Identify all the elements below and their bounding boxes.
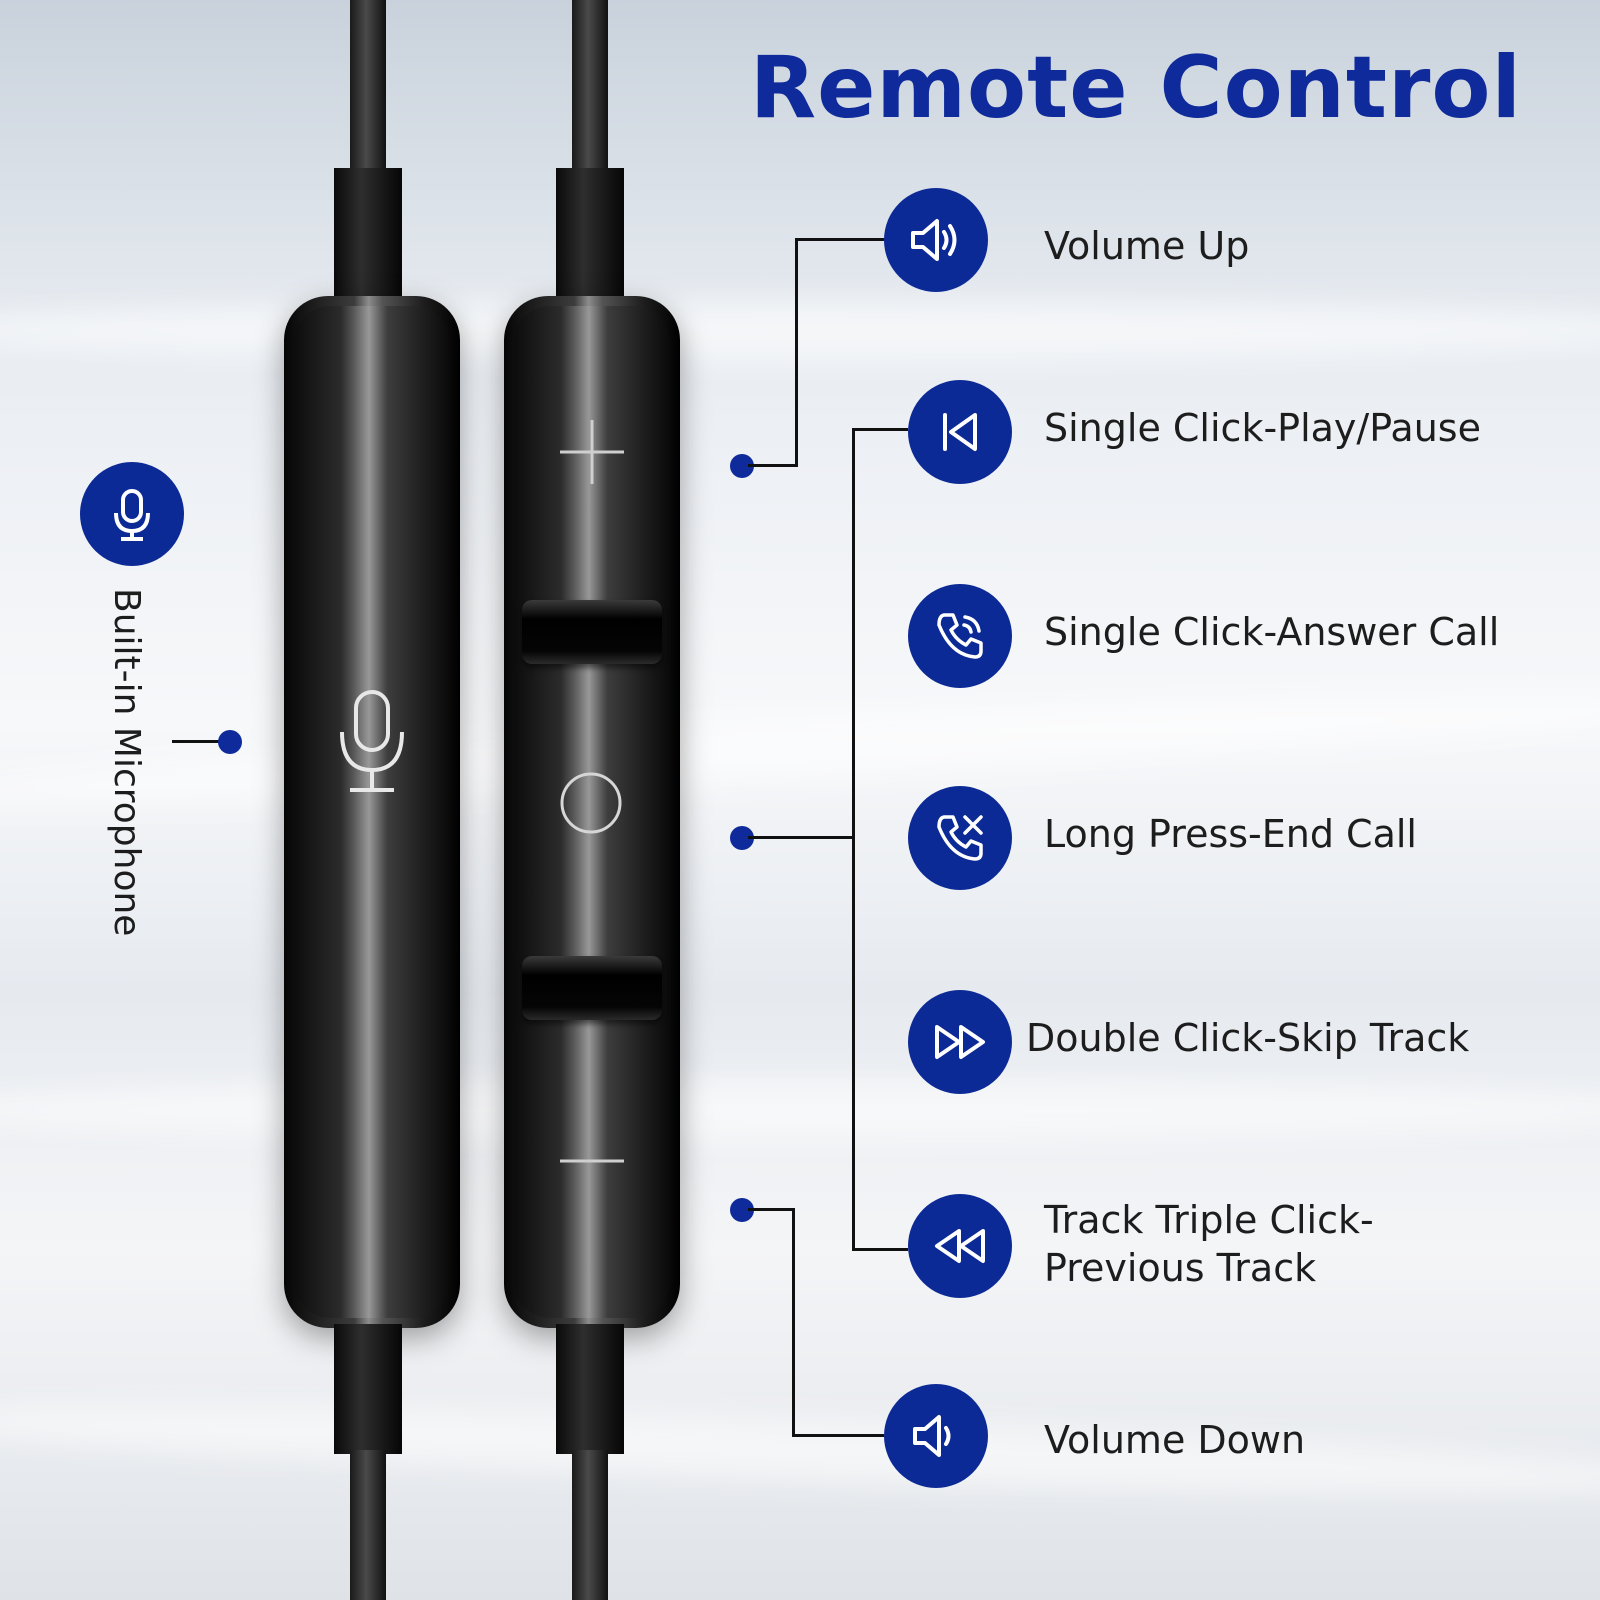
cable: [350, 0, 386, 180]
background-swoosh: [0, 1388, 1600, 1512]
answer-call-label: Single Click-Answer Call: [1044, 610, 1500, 654]
background-swoosh: [0, 1080, 1600, 1140]
callout-dot: [218, 730, 242, 754]
page-title: Remote Control: [749, 38, 1522, 138]
background-swoosh: [0, 300, 1600, 360]
volume-down-icon: [884, 1384, 988, 1488]
callout-line: [795, 238, 885, 241]
callout-line: [748, 836, 854, 839]
microphone-label: Built-in Microphone: [106, 588, 147, 937]
play-pause-icon: [908, 380, 1012, 484]
cable: [572, 0, 608, 180]
callout-line: [792, 1208, 795, 1436]
button-remote-body: [504, 296, 680, 1328]
fast-forward-icon: [908, 990, 1012, 1094]
volume-down-label: Volume Down: [1044, 1418, 1306, 1462]
skip-track-label: Double Click-Skip Track: [1026, 1016, 1470, 1060]
cable-ferrule: [334, 1324, 402, 1454]
play-pause-label: Single Click-Play/Pause: [1044, 406, 1481, 450]
center-button-glyph-icon: [560, 772, 622, 834]
callout-line: [852, 428, 855, 1250]
volume-up-icon: [884, 188, 988, 292]
phone-end-icon: [908, 786, 1012, 890]
button-divider: [522, 600, 662, 664]
cable-ferrule: [556, 168, 624, 298]
callout-line: [792, 1434, 884, 1437]
microphone-remote-body: [284, 296, 460, 1328]
phone-icon: [908, 584, 1012, 688]
cable-ferrule: [334, 168, 402, 298]
callout-line: [852, 428, 908, 431]
callout-line: [748, 1208, 794, 1211]
cable: [350, 1450, 386, 1600]
rewind-icon: [908, 1194, 1012, 1298]
previous-track-label: Track Triple Click-Previous Track: [1044, 1198, 1374, 1290]
callout-line: [795, 238, 798, 467]
volume-up-label: Volume Up: [1044, 224, 1250, 268]
microphone-icon: [80, 462, 184, 566]
plus-glyph-icon: [560, 420, 624, 484]
microphone-glyph-icon: [340, 690, 404, 792]
minus-glyph-icon: [560, 1159, 624, 1163]
end-call-label: Long Press-End Call: [1044, 812, 1417, 856]
cable-ferrule: [556, 1324, 624, 1454]
callout-line: [748, 464, 798, 467]
callout-line: [172, 740, 222, 743]
button-divider: [522, 956, 662, 1020]
callout-line: [852, 1248, 908, 1251]
background-swoosh: [0, 672, 1600, 828]
cable: [572, 1450, 608, 1600]
